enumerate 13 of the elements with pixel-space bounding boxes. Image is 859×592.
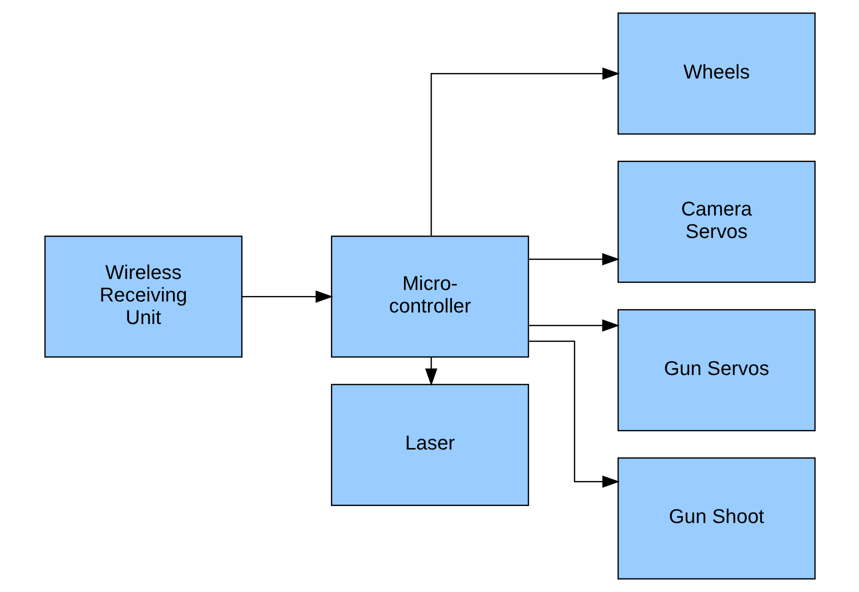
node-box: Laser (330, 384, 529, 506)
node-box: Camera Servos (617, 160, 816, 283)
arrow (242, 290, 333, 303)
arrow (528, 319, 620, 332)
node-box: Gun Servos (617, 309, 816, 432)
arrow (430, 67, 620, 236)
arrow (528, 253, 620, 266)
arrow (424, 357, 437, 386)
arrow (528, 340, 620, 488)
node-box: Gun Shoot (617, 457, 816, 580)
node-box: Wireless Receiving Unit (44, 236, 242, 358)
node-box: Wheels (617, 12, 816, 135)
node-box: Micro- controller (330, 236, 529, 358)
